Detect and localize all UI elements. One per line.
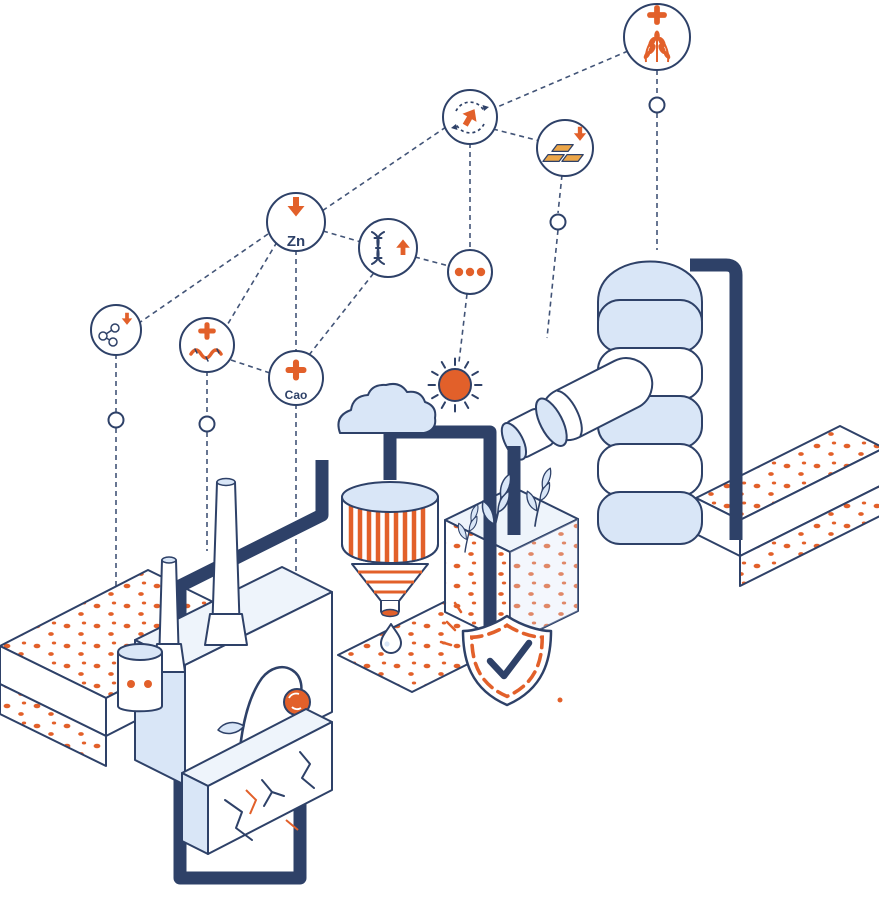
connector-dot [549, 213, 567, 231]
gold-ingots-down-arrow-icon [536, 119, 594, 177]
soil-strip-right [695, 425, 879, 587]
wilted-plant [217, 666, 311, 775]
funnel [341, 481, 439, 654]
sun-icon [427, 357, 483, 413]
recycle-up-arrow-icon [442, 89, 498, 145]
connector-dot [107, 411, 125, 429]
factory-box [134, 477, 333, 786]
worm-plus-icon [179, 317, 235, 373]
connector-dot [648, 96, 666, 114]
connector-dot [198, 415, 216, 433]
cao-plus-icon: Cao [268, 350, 324, 406]
chimney-large [204, 477, 248, 646]
ellipsis-icon [447, 249, 493, 295]
icon-nodes: Zn [90, 3, 691, 406]
cracked-soil-block [181, 708, 333, 855]
pipe-center [383, 425, 497, 640]
sparkles [439, 601, 463, 647]
molecule-down-arrow-icon [90, 304, 142, 356]
cao-label: Cao [285, 388, 308, 402]
small-tank [117, 643, 163, 713]
zinc-down-arrow-icon: Zn [266, 192, 326, 252]
wheat-plus-icon [623, 3, 691, 71]
pipe-right [690, 258, 743, 540]
checkmark [486, 639, 533, 680]
zinc-label: Zn [287, 233, 305, 250]
connector-lines [107, 50, 666, 614]
cloud-icon [337, 382, 437, 434]
dna-up-arrow-icon [358, 218, 418, 278]
shield-check-icon [439, 601, 563, 707]
water-drop-icon [380, 623, 402, 654]
